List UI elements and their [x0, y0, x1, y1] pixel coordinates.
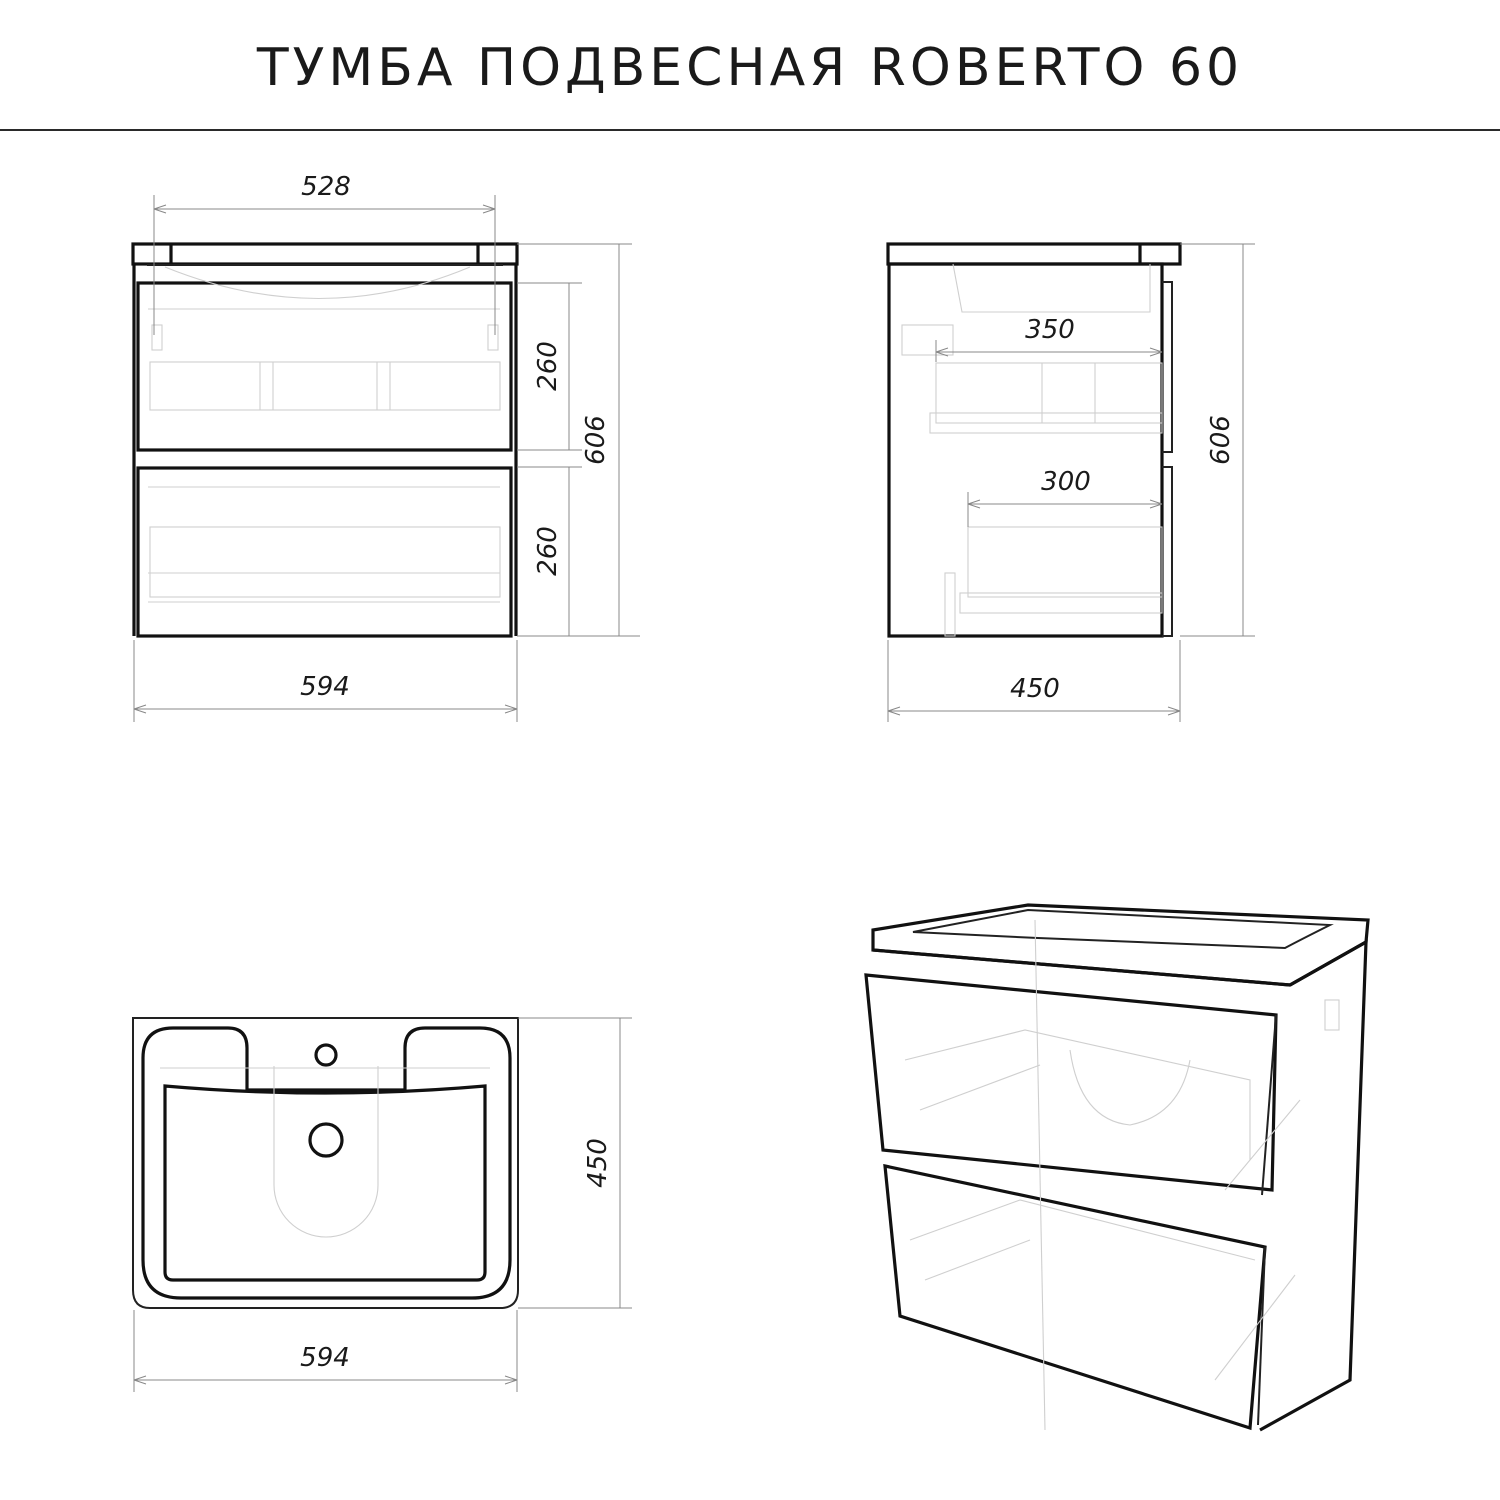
dim-drawer-bottom-depth: 300: [1041, 467, 1091, 497]
dim-drawer-top-depth: 350: [1025, 315, 1075, 345]
dim-side-total-height: 606: [1206, 415, 1236, 465]
dim-drawer-bottom-height: 260: [533, 526, 563, 576]
dim-total-depth: 450: [1010, 674, 1060, 704]
dim-top-depth: 450: [583, 1138, 613, 1188]
page-title: ТУМБА ПОДВЕСНАЯ ROBERTO 60: [256, 38, 1244, 98]
dim-total-width: 594: [300, 672, 350, 702]
dim-drawer-top-height: 260: [533, 341, 563, 391]
dim-total-height: 606: [581, 415, 611, 465]
dim-top-inner-width: 528: [301, 172, 351, 202]
dim-top-width: 594: [300, 1343, 350, 1373]
title-divider: [0, 129, 1500, 131]
